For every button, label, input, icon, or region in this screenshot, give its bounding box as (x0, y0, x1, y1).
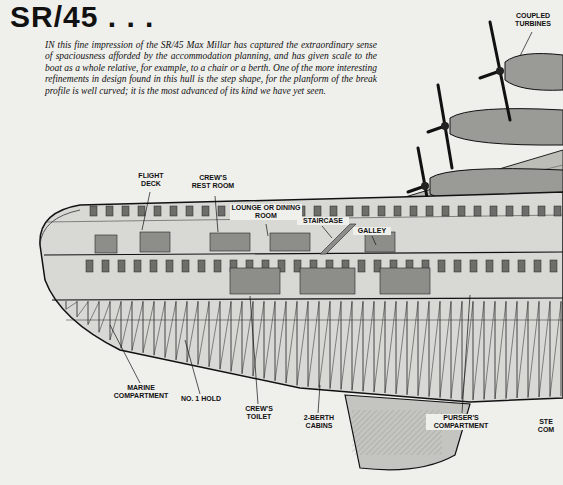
part-label: 2-BERTH CABINS (296, 414, 342, 430)
title: SR/45 . . . (10, 0, 154, 34)
part-label: FLIGHT DECK (130, 172, 172, 188)
part-label: GALLEY (353, 227, 391, 235)
part-label: STAIRCASE (297, 217, 349, 225)
part-label: CREW'S TOILET (231, 405, 287, 421)
part-label: PURSER'S COMPARTMENT (426, 414, 496, 430)
part-label: CREW'S REST ROOM (189, 174, 237, 190)
part-label: COUPLED TURBINES (508, 12, 558, 28)
part-label: NO. 1 HOLD (176, 395, 226, 403)
part-label: MARINE COMPARTMENT (110, 384, 172, 400)
part-label: LOUNGE OR DINING ROOM (230, 204, 302, 220)
caption: IN this fine impression of the SR/45 Max… (45, 40, 377, 97)
part-label: STE COM (533, 418, 559, 434)
